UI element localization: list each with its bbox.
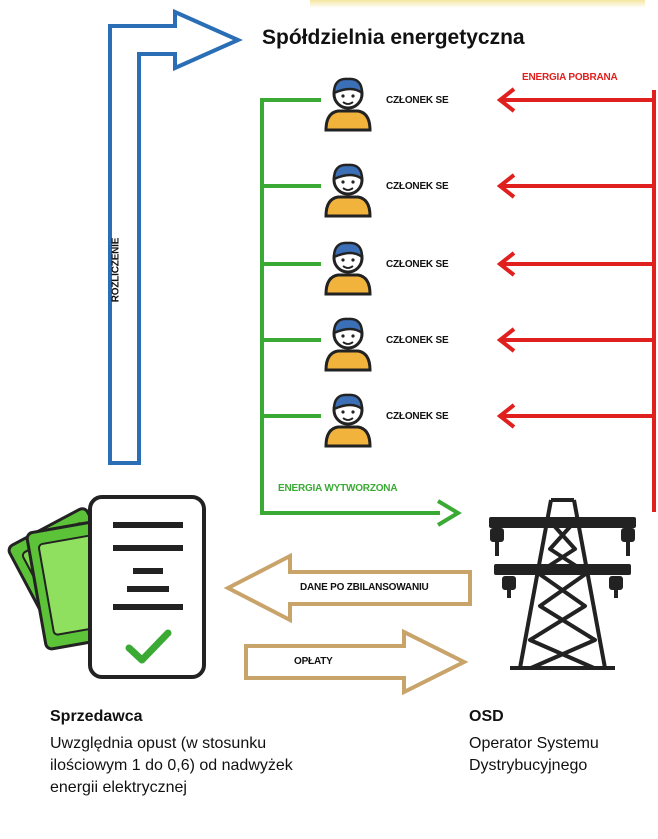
power-pylon-icon — [489, 498, 636, 670]
produced-energy-lines — [260, 98, 462, 527]
document-check-icon — [88, 495, 206, 679]
member-icon — [324, 317, 372, 372]
cooperative-title: Spółdzielnia energetyczna — [262, 26, 525, 49]
produced-energy-label: ENERGIA WYTWORZONA — [278, 483, 398, 494]
consumed-energy-arrowhead — [496, 173, 516, 199]
osd-title: OSD — [469, 708, 504, 725]
fees-arrow — [244, 628, 469, 696]
seller-title: Sprzedawca — [50, 708, 143, 725]
top-decoration-strip — [310, 0, 645, 8]
consumed-energy-arrowhead — [496, 327, 516, 353]
consumed-energy-label: ENERGIA POBRANA — [522, 72, 618, 83]
balanced-data-label: DANE PO ZBILANSOWANIU — [300, 582, 429, 593]
member-icon — [324, 393, 372, 448]
consumed-energy-arrowhead — [496, 403, 516, 429]
balanced-data-arrow — [223, 552, 472, 624]
settlement-label: ROZLICZENIE — [110, 237, 122, 303]
osd-description: Operator Systemu Dystrybucyjnego — [469, 735, 599, 774]
consumed-energy-arrowhead — [496, 87, 516, 113]
member-label: CZŁONEK SE — [386, 259, 449, 270]
member-icon — [324, 77, 372, 132]
seller-description: Uwzględnia opust (w stosunku ilościowym … — [50, 735, 293, 796]
member-label: CZŁONEK SE — [386, 411, 449, 422]
member-label: CZŁONEK SE — [386, 181, 449, 192]
member-icon — [324, 241, 372, 296]
settlement-arrow — [108, 8, 243, 465]
member-icon — [324, 163, 372, 218]
member-label: CZŁONEK SE — [386, 335, 449, 346]
consumed-energy-lines — [496, 87, 656, 512]
members-group — [324, 77, 372, 448]
consumed-energy-arrowhead — [496, 251, 516, 277]
member-label: CZŁONEK SE — [386, 95, 449, 106]
fees-label: OPŁATY — [294, 656, 333, 667]
